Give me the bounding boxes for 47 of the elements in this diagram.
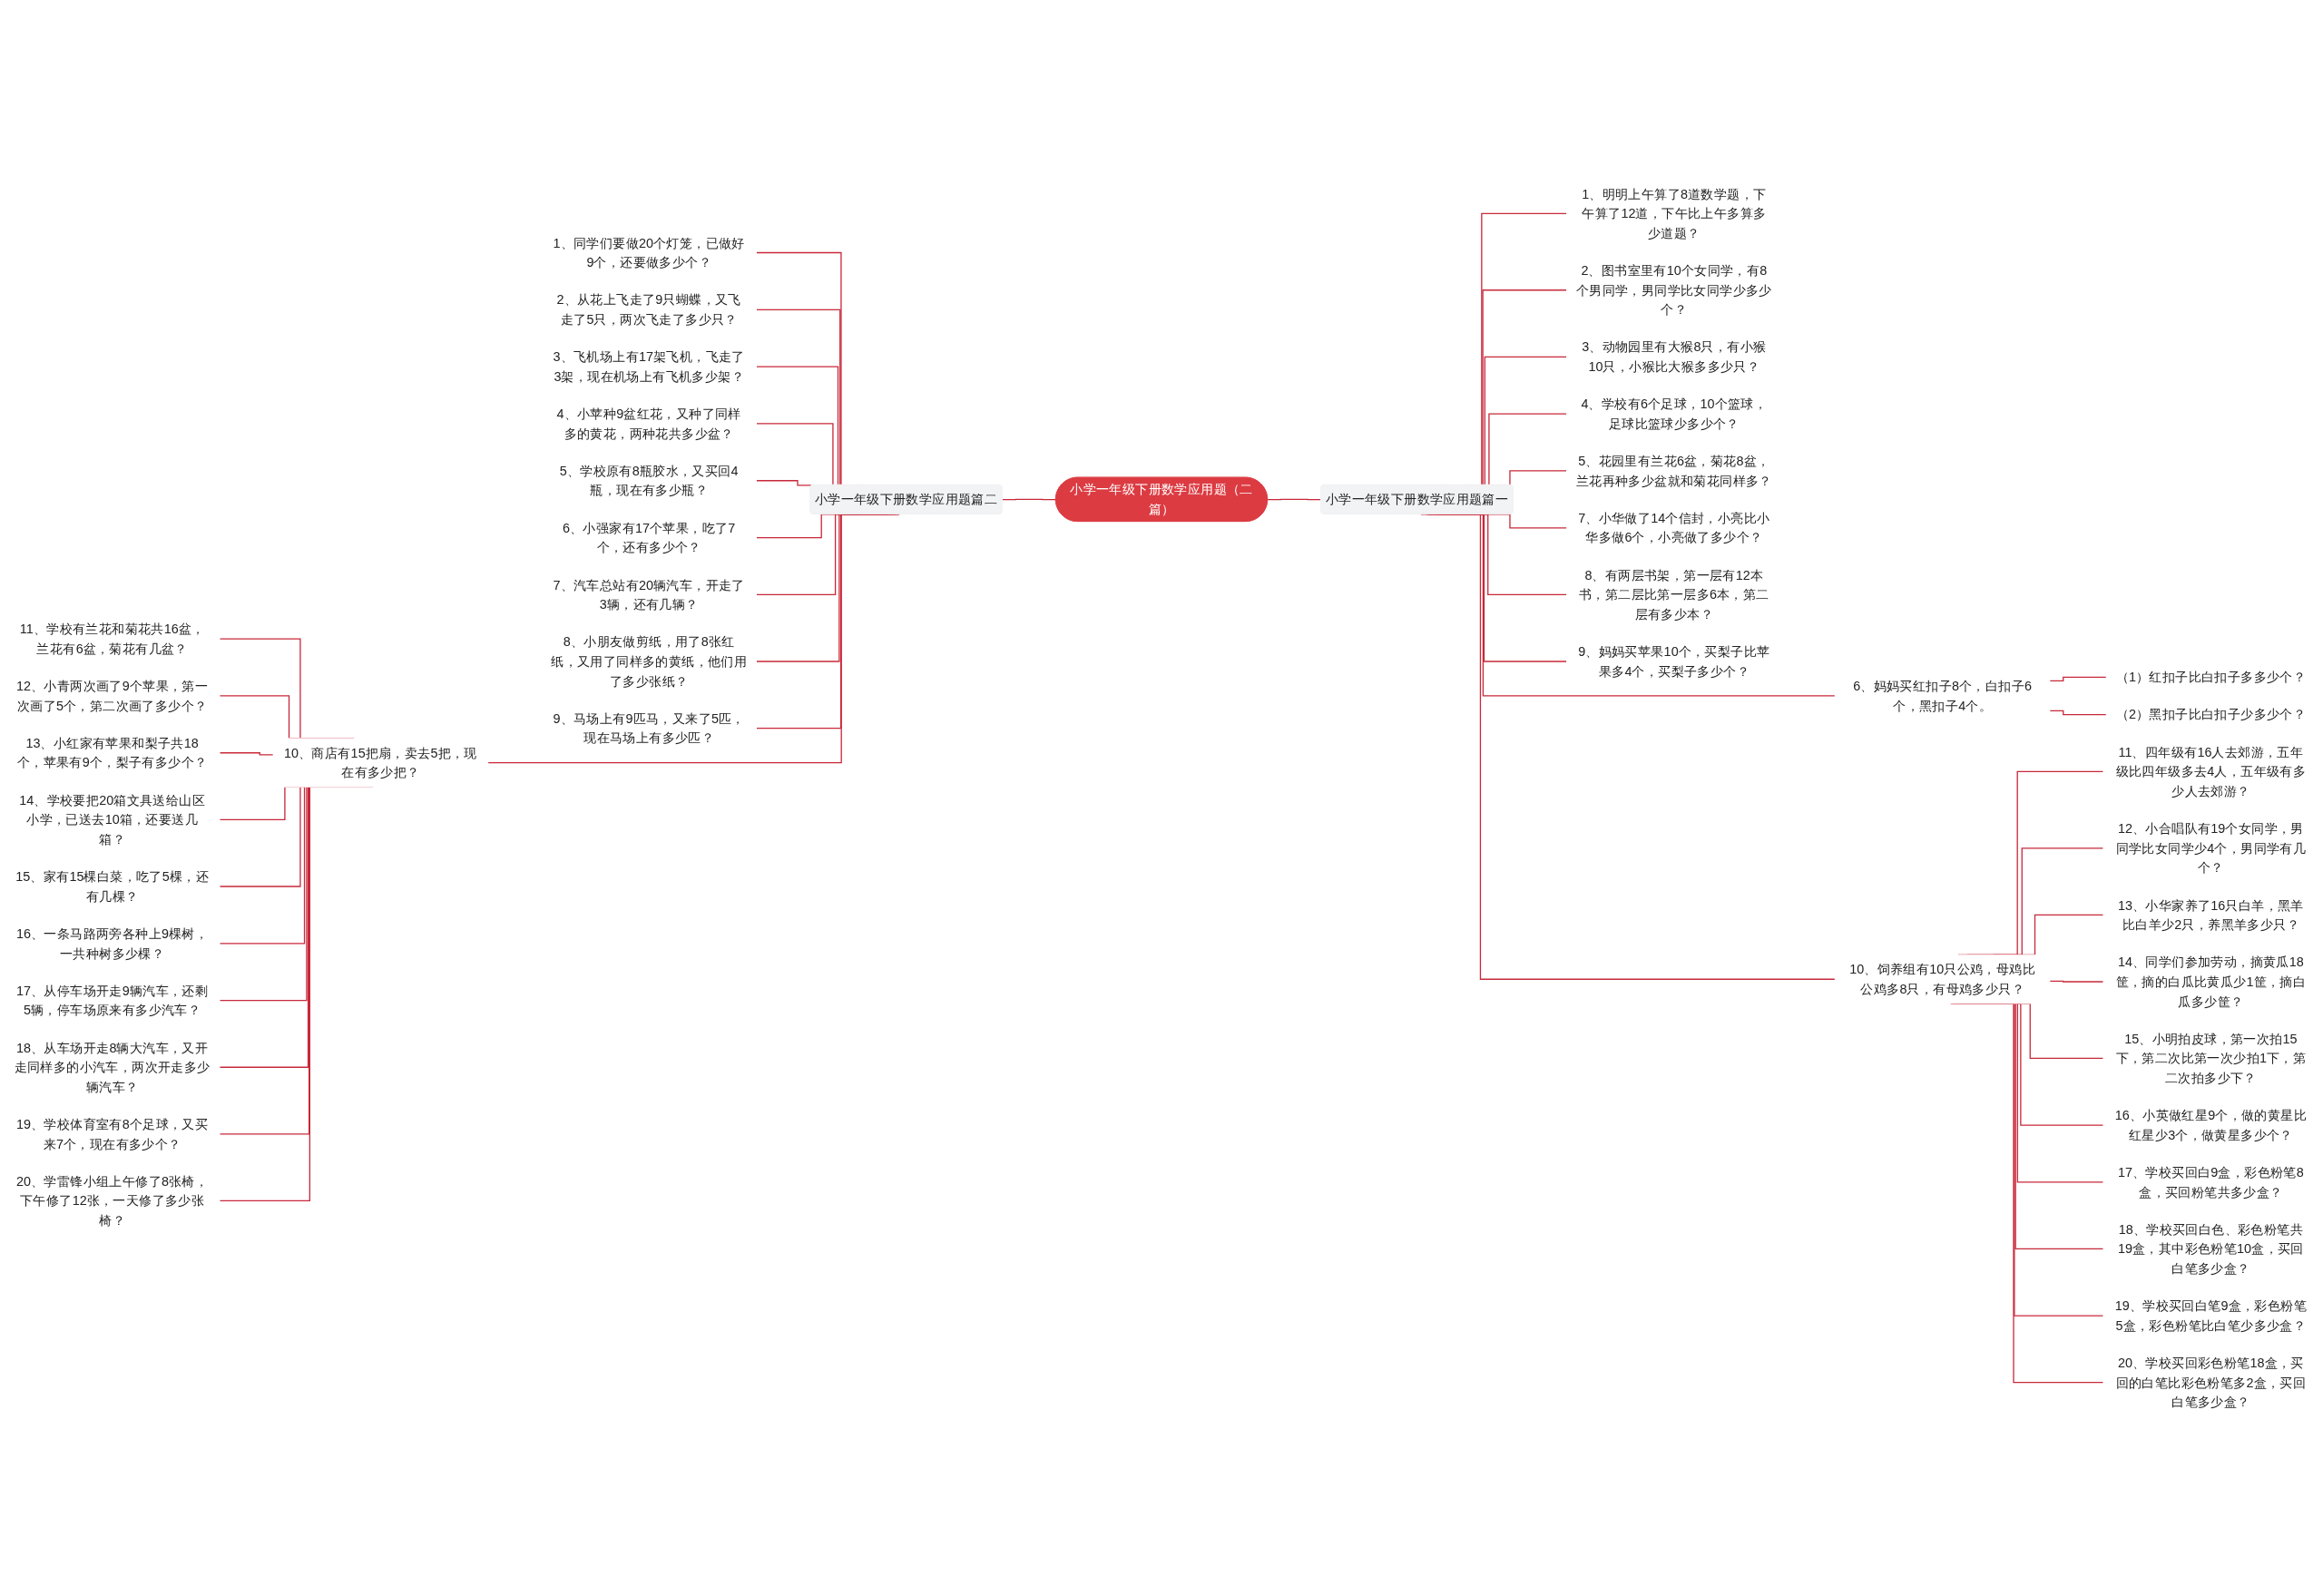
- node-text: 5、花园里有兰花6盆，菊花8盆，兰花再种多少盆就和菊花同样多？: [1575, 453, 1772, 488]
- node-text: 14、同学们参加劳动，摘黄瓜18筐，摘的白瓜比黄瓜少1筐，摘白瓜多少筐？: [2115, 955, 2307, 1009]
- node-text: （1）红扣子比白扣子多多少个？: [2115, 670, 2307, 685]
- node-text: 20、学雷锋小组上午修了8张椅，下午修了12张，一天修了多少张椅？: [16, 1173, 209, 1229]
- node-text: 12、小合唱队有19个女同学，男同学比女同学少4个，男同学有几个？: [2115, 821, 2307, 876]
- connector: [2049, 710, 2107, 716]
- connector: [1002, 498, 1057, 501]
- node-text: 19、学校买回白笔9盒，彩色粉笔5盒，彩色粉笔比白笔少多少盒？: [2114, 1298, 2307, 1334]
- node-text: 9、马场上有9匹马，又来了5匹，现在马场上有多少匹？: [553, 710, 745, 746]
- node-text: 17、从停车场开走9辆汽车，还剩5辆，停车场原来有多少汽车？: [16, 983, 209, 1018]
- node-text: 15、小明拍皮球，第一次拍15下，第二次比第一次少拍1下，第二次拍多少下？: [2115, 1031, 2307, 1086]
- node-text: 14、学校要把20箱文具送给山区小学，已送去10箱，还要送几箱？: [19, 792, 206, 847]
- node-text: 1、同学们要做20个灯笼，已做好9个，还要做多少个？: [553, 235, 745, 270]
- node-text: 7、小华做了14个信封，小亮比小华多做6个，小亮做了多少个？: [1578, 510, 1770, 545]
- node-text: 16、小英做红星9个，做的黄星比红星少3个，做黄星多少个？: [2114, 1108, 2307, 1143]
- node-text: 2、从花上飞走了9只蝴蝶，又飞走了5只，两次飞走了多少只？: [556, 292, 741, 328]
- node-text: 18、从车场开走8辆大汽车，又开走同样多的小汽车，两次开走多少辆汽车？: [14, 1040, 211, 1095]
- node-text: 6、小强家有17个苹果，吃了7个，还有多少个？: [562, 520, 736, 555]
- connector: [219, 752, 274, 756]
- node-text: 3、动物园里有大猴8只，有小猴10只，小猴比大猴多多少只？: [1582, 339, 1767, 375]
- node-text: 19、学校体育室有8个足球，又买来7个，现在有多少个？: [16, 1116, 209, 1151]
- node-text: 5、学校原有8瓶胶水，又买回4瓶，现在有多少瓶？: [559, 463, 739, 498]
- node-text: 18、学校买回白色、彩色粉笔共19盒，其中彩色粉笔10盒，买回白笔多少盒？: [2117, 1221, 2304, 1277]
- node-text: 8、有两层书架，第一层有12本书，第二层比第一层多6本，第二层有多少本？: [1579, 567, 1769, 622]
- node-text: 2、图书室里有10个女同学，有8个男同学，男同学比女同学少多少个？: [1575, 262, 1772, 318]
- node-text: （2）黑扣子比白扣子少多少个？: [2115, 707, 2307, 722]
- node-text: 9、妈妈买苹果10个，买梨子比苹果多4个，买梨子多少个？: [1578, 644, 1770, 679]
- node-text: 15、家有15棵白菜，吃了5棵，还有几棵？: [15, 869, 210, 904]
- connector: [2049, 676, 2107, 682]
- node-text: 4、小苹种9盆红花，又种了同样多的黄花，两种花共多少盆？: [556, 406, 741, 441]
- node-text: 13、小红家有苹果和梨子共18个，苹果有9个，梨子有多少个？: [16, 735, 208, 770]
- connector: [755, 480, 813, 486]
- node-text: 6、妈妈买红扣子8个，白扣子6个，黑扣子4个。: [1853, 678, 2032, 713]
- node-text: 1、明明上午算了8道数学题，下午算了12道，下午比上午多算多少道题？: [1582, 186, 1767, 241]
- node-text: 8、小朋友做剪纸，用了8张红纸，又用了同样多的黄纸，他们用了多少张纸？: [551, 634, 748, 689]
- connector: [2049, 980, 2104, 983]
- node-text: 3、飞机场上有17架飞机，飞走了3架，现在机场上有飞机多少架？: [553, 349, 745, 385]
- node-text: 11、四年级有16人去郊游，五年级比四年级多去4人，五年级有多少人去郊游？: [2115, 744, 2307, 799]
- node-text: 7、汽车总站有20辆汽车，开走了3辆，还有几辆？: [553, 577, 745, 612]
- node-text: 12、小青两次画了9个苹果，第一次画了5个，第二次画了多少个？: [16, 678, 209, 713]
- connector: [1267, 498, 1322, 501]
- node-text: 20、学校买回彩色粉笔18盒，买回的白笔比彩色粉笔多2盒，买回白笔多少盒？: [2115, 1355, 2307, 1410]
- node-text: 11、学校有兰花和菊花共16盆，兰花有6盆，菊花有几盆？: [19, 622, 205, 657]
- node-text: 4、学校有6个足球，10个篮球，足球比篮球少多少个？: [1581, 397, 1768, 432]
- node-text: 17、学校买回白9盒，彩色粉笔8盒，买回粉笔共多少盒？: [2117, 1164, 2304, 1199]
- node-text: 13、小华家养了16只白羊，黑羊比白羊少2只，养黑羊多少只？: [2117, 897, 2304, 933]
- node-text: 16、一条马路两旁各种上9棵树，一共种树多少棵？: [16, 925, 209, 961]
